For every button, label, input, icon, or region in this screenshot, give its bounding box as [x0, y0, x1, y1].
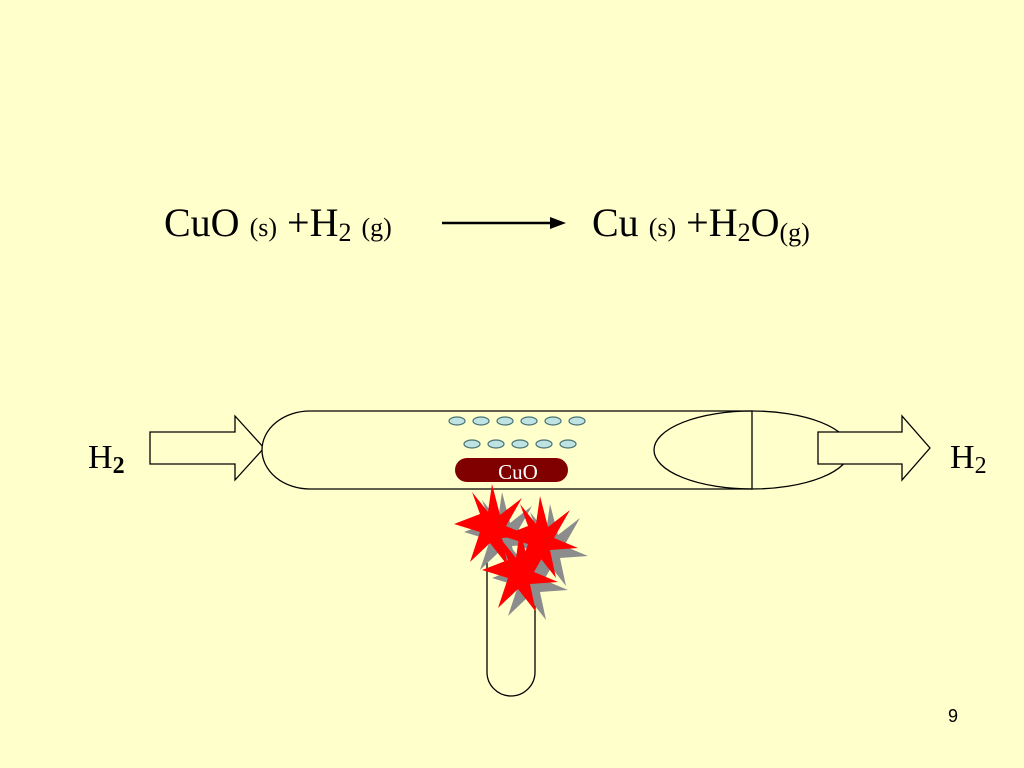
cuo-sample-label: CuO — [498, 460, 538, 484]
reactant-h2-state: (g) — [361, 213, 392, 242]
inlet-gas-label: H2 — [88, 438, 125, 478]
water-droplet — [496, 416, 514, 426]
water-droplet — [568, 416, 586, 426]
page-number: 9 — [948, 706, 959, 726]
product-h2o-h: H — [708, 200, 738, 245]
reaction-tube — [261, 410, 753, 490]
product-cu: Cu — [592, 200, 639, 245]
product-cu-state: (s) — [648, 213, 677, 242]
outlet-arrow — [817, 414, 931, 482]
outlet-gas-symbol: H — [950, 439, 975, 476]
equation-products: Cu (s) +H2O(g) — [592, 198, 810, 253]
burner-flames — [454, 484, 588, 620]
outlet-gas-label: H2 — [950, 438, 987, 478]
water-droplet — [487, 439, 505, 449]
product-h2o-state: (g) — [779, 218, 810, 247]
water-droplet — [520, 416, 538, 426]
water-droplet — [463, 439, 481, 449]
product-h2o-o: O — [750, 200, 780, 245]
inlet-arrow — [149, 414, 265, 482]
reactant-h2: H — [309, 200, 339, 245]
water-droplet — [535, 439, 553, 449]
reaction-arrow — [442, 217, 566, 229]
water-droplets — [448, 416, 586, 449]
plus-sign: + — [686, 200, 709, 245]
water-droplet — [559, 439, 577, 449]
inlet-gas-subscript: 2 — [112, 453, 125, 479]
water-droplet — [448, 416, 466, 426]
water-droplet — [544, 416, 562, 426]
cuo-sample-boat — [455, 458, 568, 482]
water-droplet — [511, 439, 529, 449]
outlet-gas-subscript: 2 — [974, 453, 987, 479]
reactant-h2-subscript: 2 — [338, 218, 352, 247]
product-h2o-subscript: 2 — [737, 218, 751, 247]
reactant-cuo: CuO — [164, 200, 240, 245]
plus-sign: + — [287, 200, 310, 245]
reactant-cuo-state: (s) — [249, 213, 278, 242]
equation-reactants: CuO (s) +H2 (g) — [164, 198, 392, 253]
water-droplet — [472, 416, 490, 426]
inlet-gas-symbol: H — [88, 439, 113, 476]
